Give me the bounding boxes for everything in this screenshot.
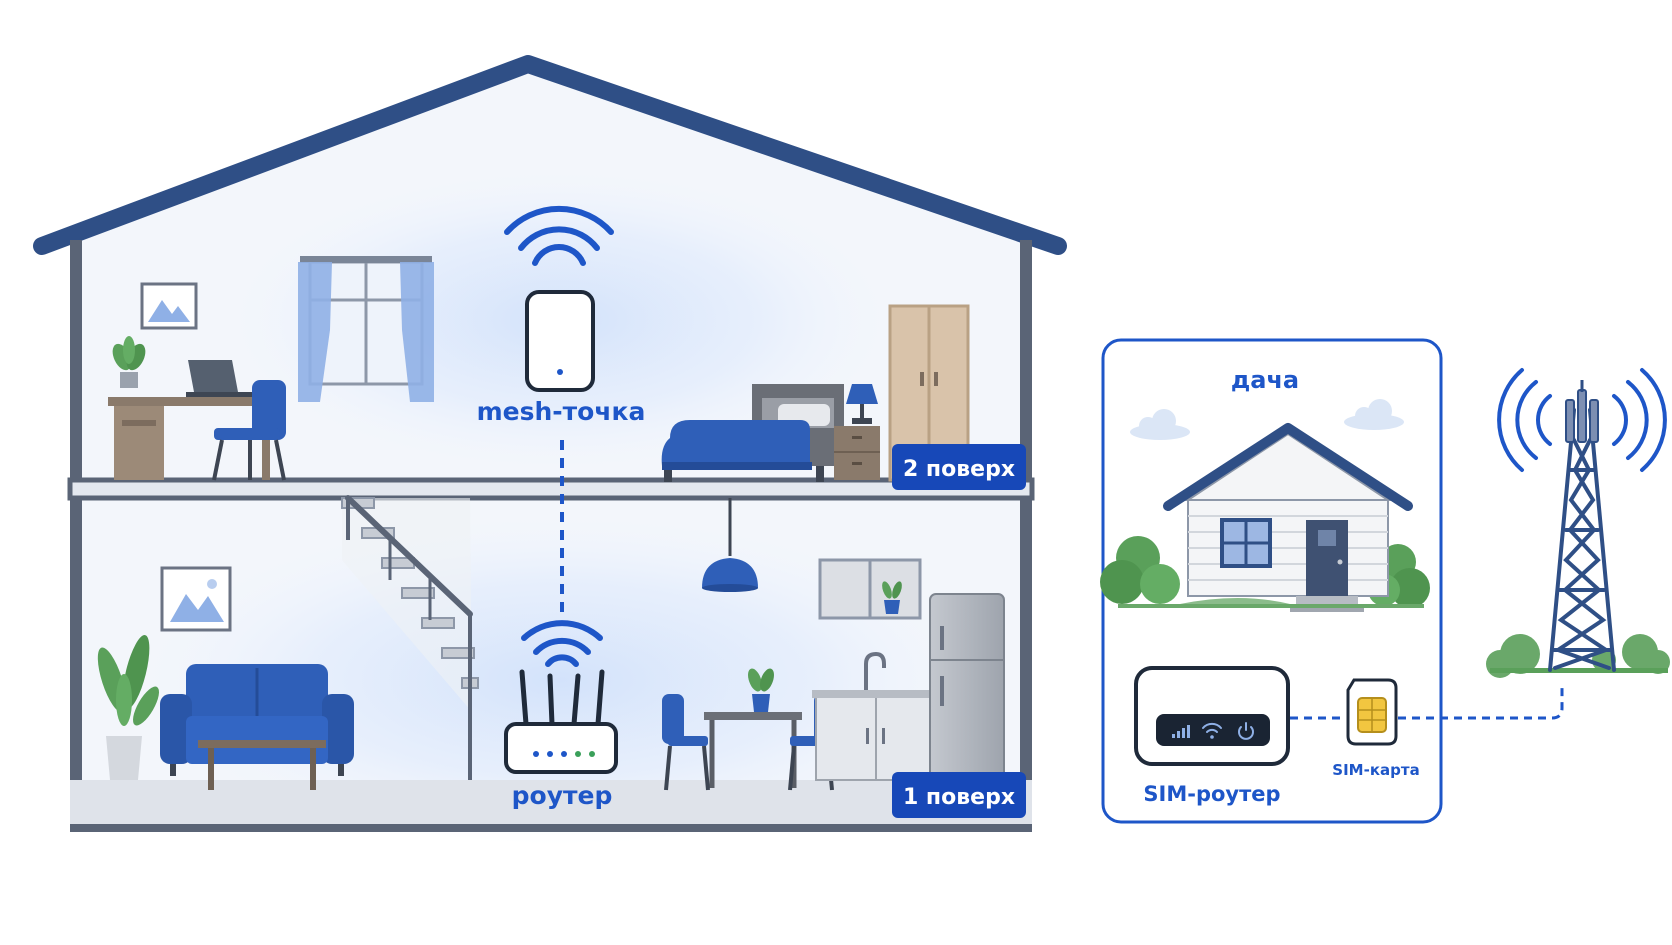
router-device [504, 669, 618, 774]
cloud-left [1130, 409, 1190, 440]
floor-slab [67, 477, 1035, 501]
cell-tower-icon [1486, 380, 1670, 678]
wifi-glow-lower [140, 515, 980, 845]
sim-card-label: SIM-карта [1332, 761, 1419, 779]
fridge [929, 593, 1005, 781]
floor-1-label: 1 поверх [903, 785, 1015, 810]
laptop [186, 360, 256, 397]
sim-card-icon [1346, 678, 1398, 746]
sim-router-label: SIM-роутер [1143, 782, 1280, 806]
dacha-label: дача [1231, 366, 1299, 394]
tower-link [1398, 684, 1564, 720]
floor-2-badge: 2 поверх [892, 444, 1026, 490]
dacha-panel: дача [1100, 338, 1443, 824]
sofa [160, 664, 354, 776]
router-label: роутер [512, 781, 613, 810]
table-lamp [846, 384, 878, 424]
signal-waves-icon [1497, 368, 1667, 472]
wifi-icon [521, 620, 603, 667]
floor-2-label: 2 поверх [903, 457, 1015, 482]
signal-bars-icon [1172, 725, 1190, 738]
kitchen-counter [812, 651, 940, 781]
plant-lower [97, 635, 159, 780]
plant-upper [112, 336, 146, 388]
desk-chair [212, 380, 286, 481]
mesh-point-label: mesh-точка [477, 397, 646, 426]
nightstand [834, 426, 880, 480]
wifi-dot [1210, 735, 1214, 739]
wifi-icon [1202, 722, 1222, 733]
country-house [1100, 423, 1430, 612]
wifi-icon [504, 205, 614, 266]
table-plant [748, 668, 774, 712]
staircase [341, 495, 479, 780]
roof [33, 55, 1067, 255]
cloud-right [1344, 399, 1404, 430]
desk [108, 397, 276, 480]
dining-chair-left [662, 694, 710, 791]
coffee-table [198, 740, 326, 790]
kitchen-shelf [818, 558, 922, 620]
picture-frame-lower [160, 566, 232, 632]
bed [661, 384, 844, 482]
pendant-lamp [702, 498, 758, 592]
sim-router-device [1134, 666, 1290, 766]
ground-floor [70, 780, 1032, 830]
picture-frame-upper [140, 282, 198, 330]
window-upper [298, 256, 434, 402]
house: mesh-точка [33, 55, 1067, 845]
floor-1-badge: 1 поверх [892, 772, 1026, 818]
mesh-point-device [525, 290, 595, 392]
power-icon [1238, 722, 1254, 740]
